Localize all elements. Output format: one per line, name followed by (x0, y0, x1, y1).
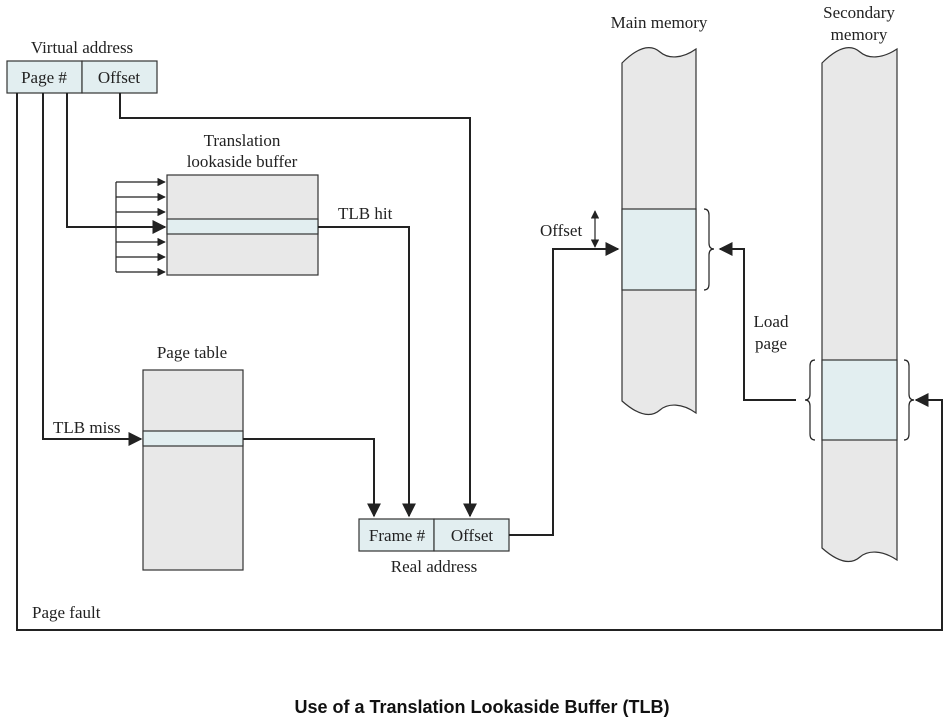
page-table-box (142, 369, 244, 571)
page-fault-arrow (16, 93, 943, 631)
virtual-address-label: Virtual address (31, 38, 133, 57)
secondary-memory-block (821, 47, 898, 563)
secondary-memory-page (821, 359, 898, 441)
offset-label: Offset (98, 68, 140, 87)
load-page-label-1: Load (754, 312, 789, 331)
page-number-label: Page # (21, 68, 67, 87)
main-memory-page-brace (703, 208, 715, 291)
real-offset-field (433, 518, 510, 552)
load-page-label-2: page (755, 334, 787, 353)
real-address-label: Real address (391, 557, 477, 576)
tlb-title-line2: lookaside buffer (187, 152, 298, 171)
tlb-miss-arrow (42, 93, 143, 446)
real-offset-label: Offset (451, 526, 493, 545)
tlb-hit-arrow (318, 226, 416, 518)
load-page-arrow (718, 242, 796, 401)
main-memory-page (621, 208, 697, 291)
page-table-entry (142, 430, 244, 447)
tlb-hit-entry (166, 218, 319, 235)
offset-mm-label: Offset (540, 221, 582, 240)
tlb-miss-label: TLB miss (53, 418, 121, 437)
offset-to-real-address-arrow (119, 93, 477, 518)
secondary-memory-label-1: Secondary (823, 3, 895, 22)
secondary-right-brace (903, 359, 915, 441)
page-table-label: Page table (157, 343, 227, 362)
real-address-to-memory-arrow (509, 242, 620, 536)
tlb-title-line1: Translation (204, 131, 281, 150)
page-table-to-frame-arrow (243, 438, 381, 518)
page-number-field (6, 60, 83, 94)
secondary-left-brace (804, 359, 816, 441)
tlb-hit-label: TLB hit (338, 204, 393, 223)
frame-number-label: Frame # (369, 526, 426, 545)
page-to-tlb-arrow (66, 93, 167, 234)
page-fault-label: Page fault (32, 603, 101, 622)
secondary-memory-label-2: memory (831, 25, 888, 44)
frame-number-field (358, 518, 435, 552)
offset-field (81, 60, 158, 94)
main-memory-label: Main memory (611, 13, 708, 32)
figure-caption: Use of a Translation Lookaside Buffer (T… (294, 697, 669, 717)
